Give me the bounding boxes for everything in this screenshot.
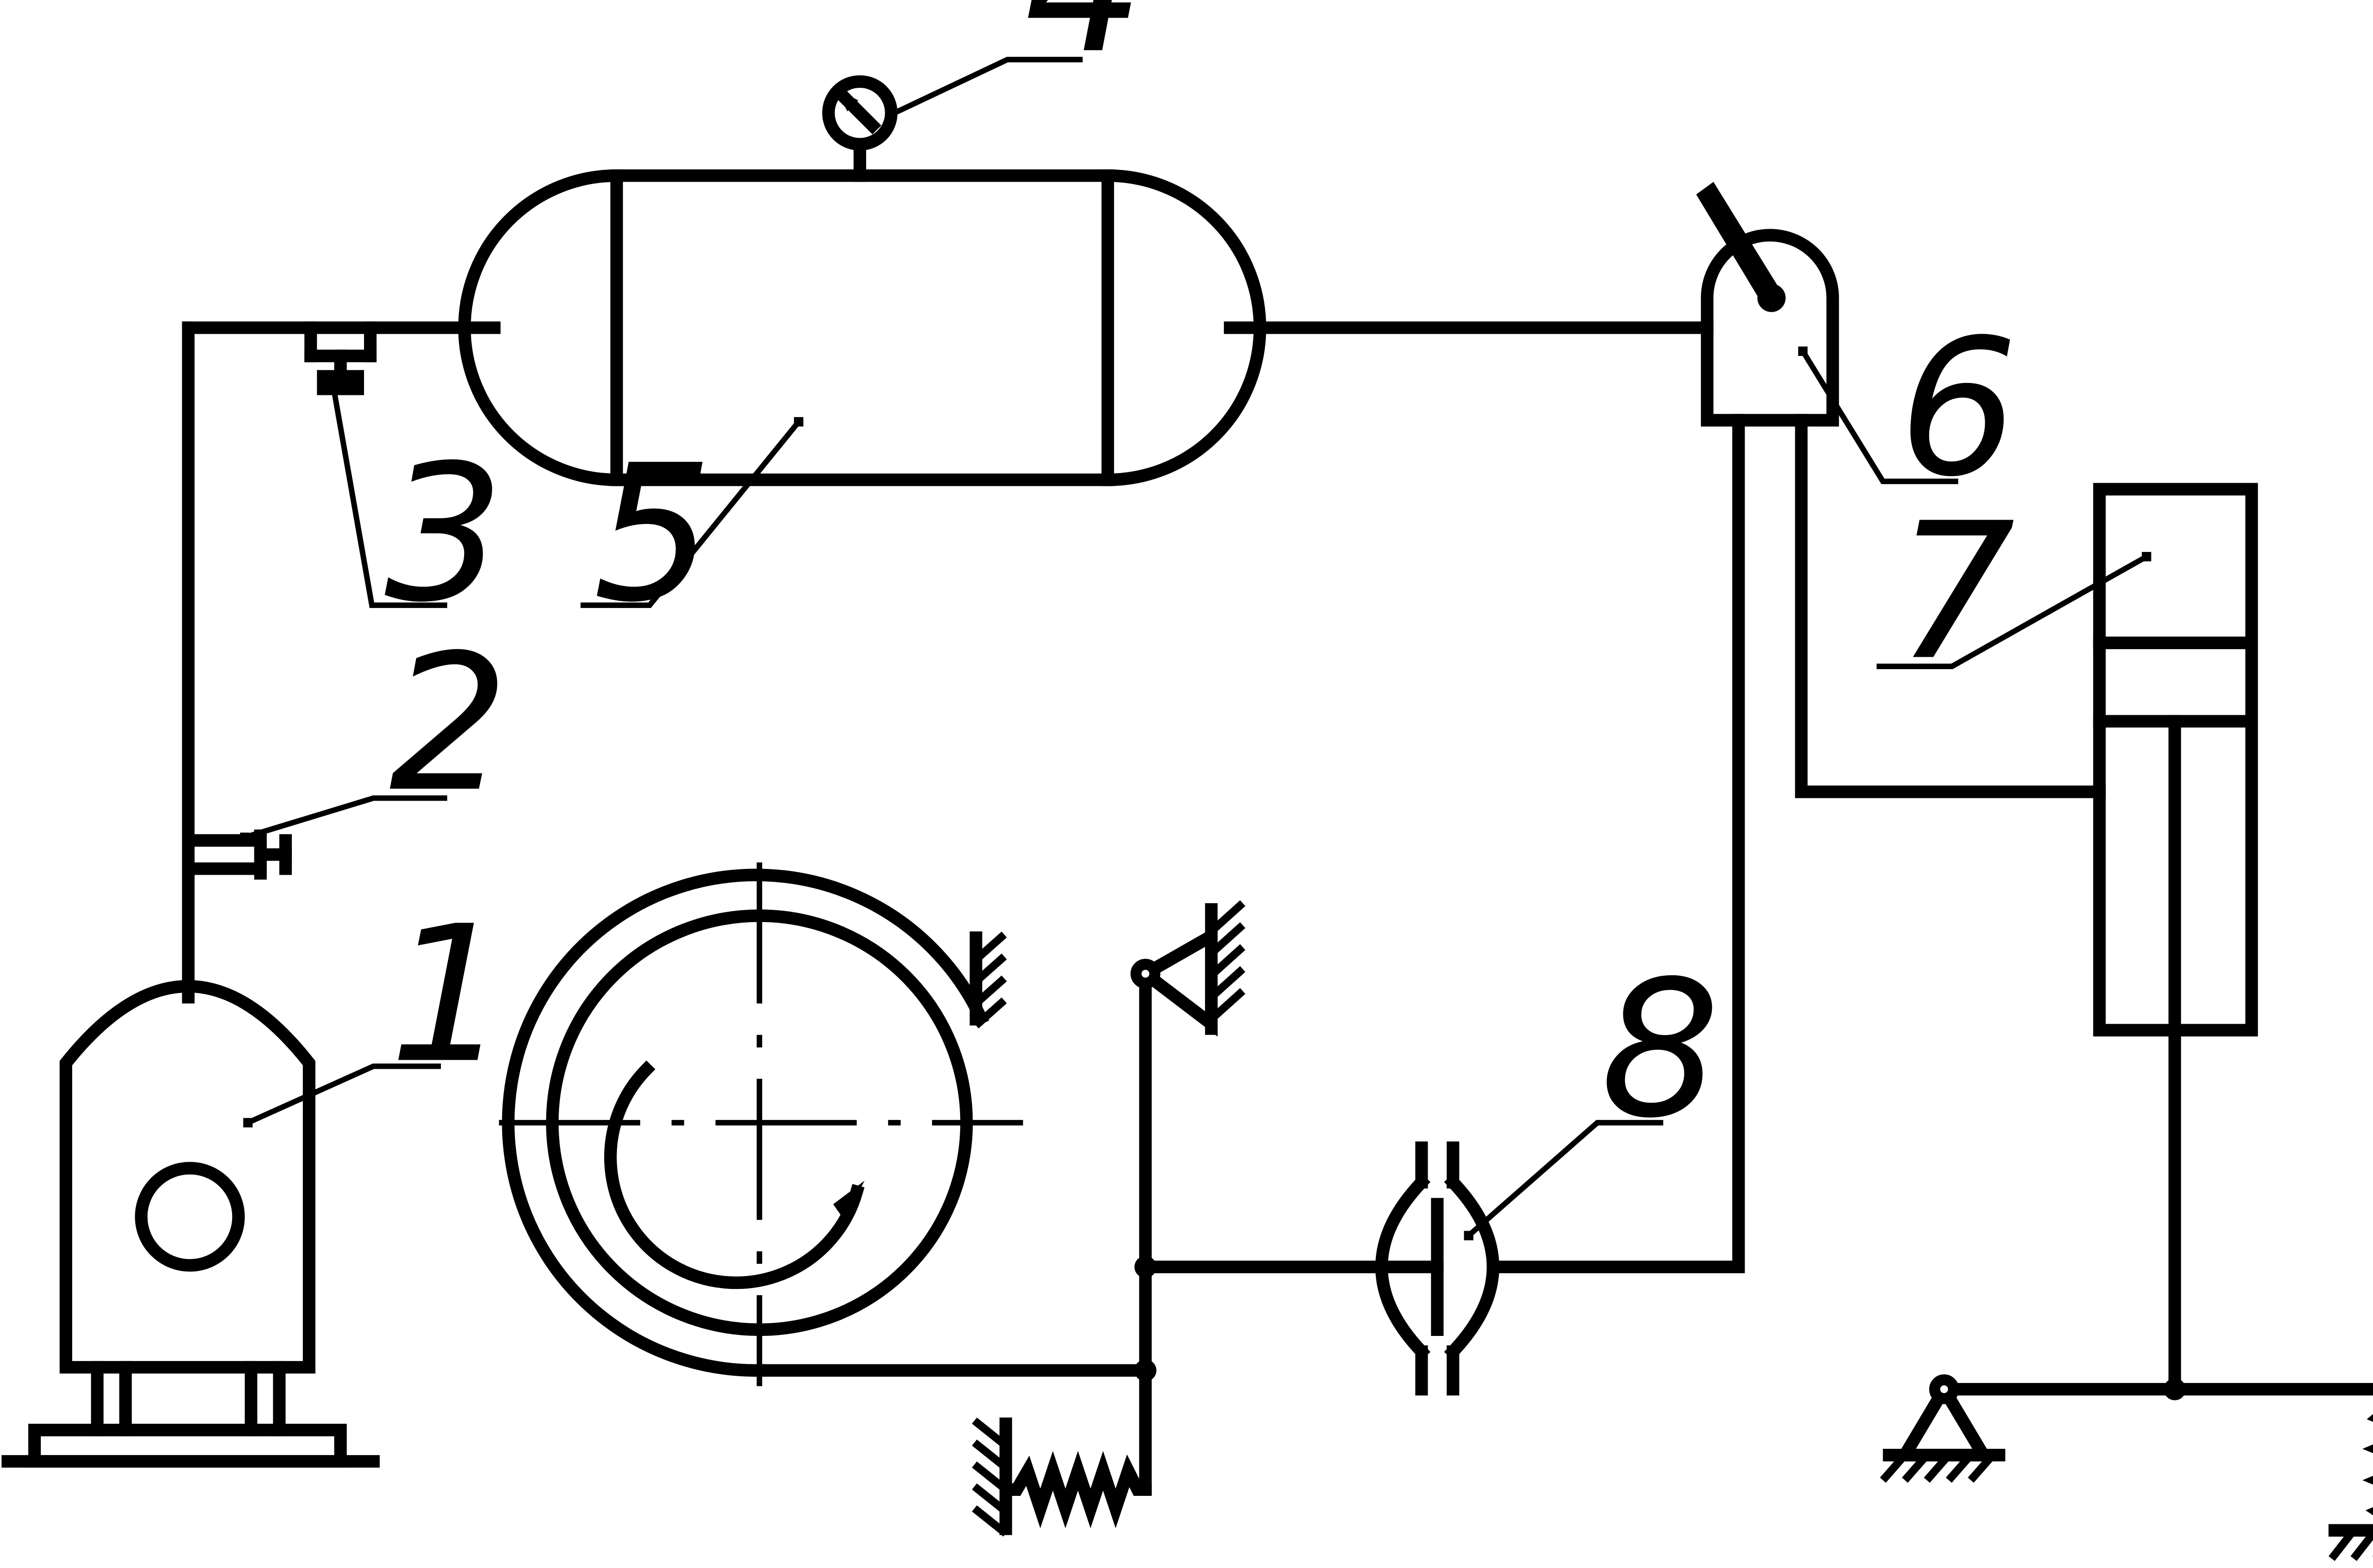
control-pipes — [1492, 414, 2106, 1273]
label-safety-valve: 3 — [384, 424, 504, 644]
air-reservoir — [458, 169, 1267, 486]
brake-handle — [1696, 182, 1780, 301]
leader-lines — [240, 56, 2151, 1241]
label-drain-valve: 2 — [389, 614, 509, 833]
safety-valve — [304, 321, 377, 395]
lever-spring — [972, 1417, 1152, 1537]
lever-pivot-support — [1130, 900, 1245, 1037]
brake-lever — [1134, 967, 1157, 1496]
cylinder-spring — [2328, 1414, 2373, 1561]
supply-pipe — [182, 321, 501, 1004]
label-pressure-gauge: 4 — [1025, 0, 1144, 95]
compressor — [1, 980, 380, 1468]
drum-ground-hatch — [970, 931, 1007, 1028]
rotation-arrow-icon — [833, 1180, 865, 1220]
cylinder-lever — [1880, 1374, 2373, 1483]
label-brake-cylinder: 7 — [1896, 482, 2016, 701]
pressure-gauge — [822, 75, 898, 182]
brake-cylinder — [2093, 483, 2258, 1399]
brake-drum — [499, 862, 1152, 1386]
label-reservoir: 5 — [593, 424, 713, 644]
drain-valve — [182, 829, 292, 880]
label-brake-chamber: 8 — [1600, 940, 1720, 1159]
brake-valve — [1696, 182, 1839, 427]
label-compressor: 1 — [389, 886, 509, 1105]
brake-chamber — [1139, 1141, 1499, 1396]
label-brake-valve: 6 — [1898, 299, 2018, 518]
